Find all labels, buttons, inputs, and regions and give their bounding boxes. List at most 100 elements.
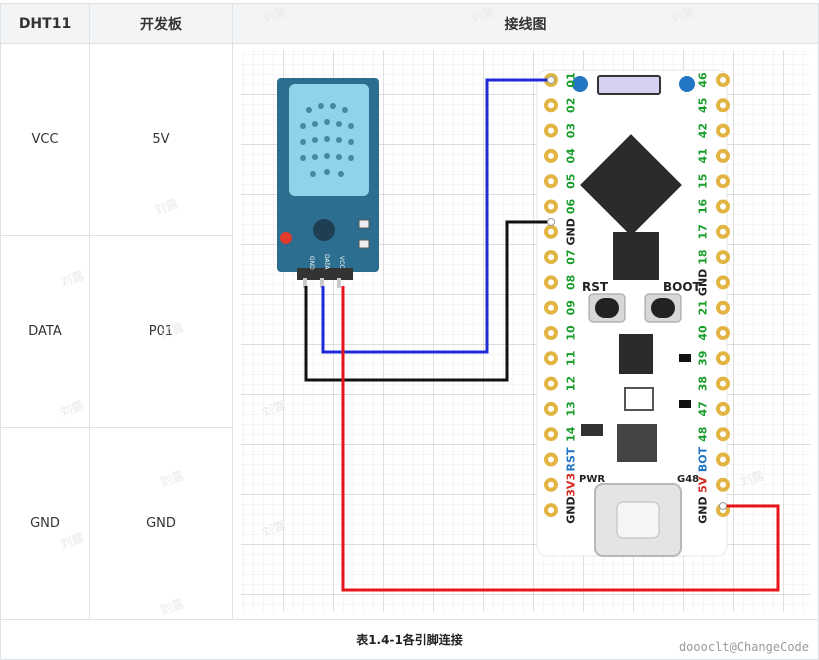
left-pin-hole — [548, 330, 554, 336]
left-pin-label: 09 — [565, 300, 578, 315]
right-pin-hole — [720, 178, 726, 185]
right-pin-hole — [720, 405, 726, 412]
left-pin-label: GND — [565, 218, 578, 245]
credit-label: doooclt@ChangeCode — [676, 640, 811, 654]
right-pin-label: 40 — [697, 325, 710, 341]
sensor-pin-vcc-label: VCC — [338, 256, 345, 268]
left-pin-hole — [548, 102, 554, 109]
left-pin-label: 03 — [565, 123, 578, 138]
left-pin-hole — [548, 481, 554, 488]
left-pin-hole — [548, 254, 554, 261]
left-pin-hole — [548, 380, 554, 387]
vcc-wire-to-5v — [341, 286, 780, 592]
wiring-diagram: GND DATA VCC RST BOO — [241, 50, 811, 612]
left-pin-label: 05 — [565, 174, 578, 189]
gnd-wire-to-gnd — [304, 220, 551, 382]
right-pin-hole — [720, 279, 726, 286]
sensor-led — [280, 232, 292, 244]
right-pin-hole — [720, 152, 726, 159]
right-pin-label: 42 — [697, 123, 710, 138]
right-pin-hole — [720, 102, 726, 109]
left-pin-label: RST — [565, 447, 578, 471]
row-data-sensor: DATA — [0, 235, 90, 428]
right-pin-label: 15 — [697, 174, 710, 189]
dht11-sensor-module: GND DATA VCC — [277, 78, 379, 288]
left-pin-label: 07 — [565, 249, 578, 264]
bluetooth-logo-icon — [679, 76, 695, 92]
right-pin-label: 41 — [697, 148, 710, 163]
right-pin-label: 46 — [697, 72, 710, 88]
left-pin-label: GND — [565, 496, 578, 523]
right-pin-label: 48 — [697, 427, 710, 442]
left-pin-label: 12 — [565, 376, 578, 391]
dev-board: RST BOOT PWR G48 010203040506GND07080910… — [536, 69, 730, 557]
wires — [304, 76, 780, 592]
reset-button-label: RST — [582, 280, 609, 294]
flash-chip — [613, 232, 659, 280]
left-pin-label: 13 — [565, 401, 578, 416]
left-pin-hole — [548, 228, 554, 235]
right-pin-label: 16 — [697, 199, 710, 215]
data-wire-to-p01 — [321, 78, 551, 354]
left-pin-hole — [548, 431, 554, 438]
right-pin-label: 47 — [697, 401, 710, 416]
right-pin-label: 38 — [697, 376, 710, 391]
antenna-element — [597, 75, 661, 95]
left-pin-label: 10 — [565, 325, 578, 341]
left-pin-hole — [548, 405, 554, 412]
right-pin-hole — [720, 431, 726, 438]
right-pin-label: BOT — [697, 446, 710, 472]
right-pin-label: GND — [697, 496, 710, 523]
left-pin-label: 01 — [565, 72, 578, 87]
header-dht11: DHT11 — [0, 3, 90, 44]
boot-button-label: BOOT — [663, 280, 702, 294]
right-pin-hole — [720, 254, 726, 261]
sensor-pin-data-label: DATA — [323, 254, 330, 270]
usb-controller-chip — [617, 424, 657, 462]
left-pin-label: 04 — [565, 148, 578, 164]
sensor-pin-gnd-label: GND — [308, 256, 315, 270]
header-wiring: 接线图 — [232, 3, 819, 44]
left-pin-hole — [548, 178, 554, 185]
g48-label: G48 — [677, 474, 699, 485]
sensor-vent-holes — [300, 103, 354, 177]
right-pin-hole — [720, 456, 726, 463]
row-vcc-board: 5V — [89, 43, 233, 236]
left-pin-hole — [548, 304, 554, 311]
left-pin-hole — [548, 127, 554, 134]
left-pin-hole — [548, 507, 554, 514]
sensor-header — [297, 268, 353, 280]
crystal — [624, 387, 654, 411]
left-pin-hole — [548, 203, 554, 210]
left-pin-hole — [548, 279, 554, 286]
right-pin-hole — [720, 77, 726, 83]
row-gnd-board: GND — [89, 427, 233, 620]
right-pin-label: 5V — [697, 476, 710, 493]
left-pin-label: 3V3 — [565, 473, 578, 497]
right-pin-label: GND — [697, 269, 710, 296]
left-pin-hole — [548, 152, 554, 159]
row-vcc-sensor: VCC — [0, 43, 90, 236]
usb-bridge-chip — [619, 334, 653, 374]
right-pin-hole — [720, 330, 726, 336]
left-pin-label: 14 — [565, 426, 578, 442]
left-pin-label: 06 — [565, 199, 578, 215]
right-pin-hole — [720, 304, 726, 311]
right-pin-hole — [720, 203, 726, 210]
right-pin-label: 17 — [697, 224, 710, 239]
left-pin-label: 08 — [565, 275, 578, 290]
right-pin-hole — [720, 481, 726, 488]
right-pin-label: 39 — [697, 351, 710, 366]
pwr-label: PWR — [579, 474, 605, 485]
row-data-board: P01 — [89, 235, 233, 428]
right-pin-hole — [720, 380, 726, 387]
wifi-logo-icon — [572, 76, 588, 92]
left-pin-hole — [548, 456, 554, 463]
right-pin-label: 18 — [697, 249, 710, 264]
boot-button — [651, 298, 675, 318]
right-pin-hole — [720, 355, 726, 362]
wiring-diagram-cell: GND DATA VCC RST BOO — [232, 43, 819, 620]
